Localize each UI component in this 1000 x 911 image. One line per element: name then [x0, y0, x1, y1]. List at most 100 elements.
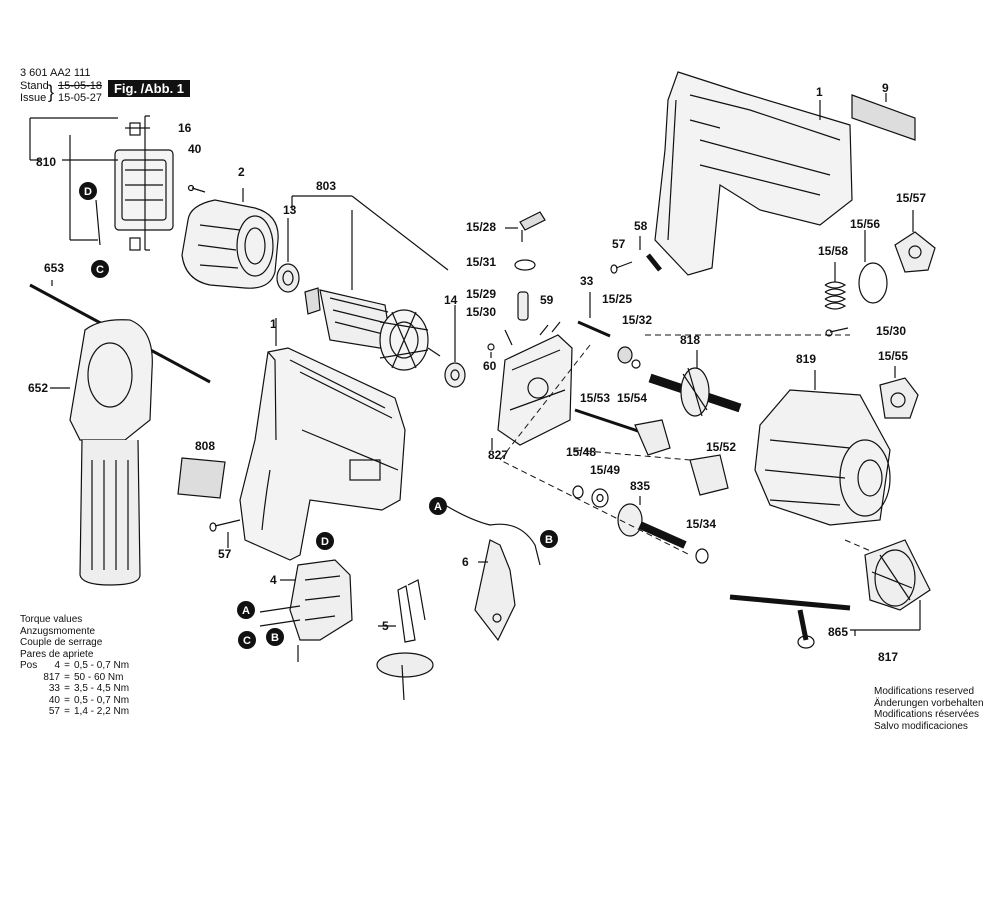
part-label-59: 59	[540, 293, 554, 307]
ring-15-31	[514, 259, 536, 271]
spring-15-58	[824, 262, 847, 310]
pos-label: Pos	[20, 660, 38, 671]
part-label-16: 16	[178, 121, 192, 135]
eq-sign: =	[64, 706, 70, 717]
spring-15-30-left	[504, 329, 513, 346]
torque-line: Anzugsmomente	[20, 625, 96, 637]
part-label-15_29: 15/29	[466, 287, 496, 301]
part-label-15_54: 15/54	[617, 391, 647, 405]
part-58	[639, 236, 662, 272]
part-label-2: 2	[238, 165, 245, 179]
part-label-15_32: 15/32	[622, 313, 652, 327]
eq-sign: =	[64, 660, 70, 671]
drill-chuck-817	[864, 539, 931, 611]
part-15-55	[879, 366, 919, 419]
part-label-817: 817	[878, 650, 898, 664]
header-brace: }	[48, 82, 55, 102]
cable-6	[444, 504, 541, 642]
modifications-line: Änderungen vorbehalten	[874, 697, 984, 709]
spindle-gear-818	[648, 350, 742, 417]
tool-5	[376, 579, 434, 701]
torque-value: 0,5 - 0,7 Nm	[74, 694, 130, 706]
intermediate-shaft-835	[617, 496, 687, 549]
torque-line: Couple de serrage	[20, 637, 103, 648]
callout-circle	[79, 182, 97, 200]
torque-line: Pares de apriete	[20, 648, 94, 660]
washer-15-49	[591, 488, 609, 508]
part-label-15_34: 15/34	[686, 517, 716, 531]
issue-label: Issue	[20, 92, 47, 104]
part-label-15_48: 15/48	[566, 445, 596, 459]
pos-label	[20, 695, 42, 707]
torque-value: 0,5 - 0,7 Nm	[74, 660, 130, 671]
part-label-15_25: 15/25	[602, 292, 632, 306]
callout-c2: C	[238, 631, 256, 649]
part-label-5: 5	[382, 619, 389, 633]
bearing-13	[276, 218, 300, 293]
pos-label	[20, 672, 42, 684]
part-label-818: 818	[680, 333, 700, 347]
bearing-14	[444, 305, 466, 388]
o-ring-15-56	[858, 230, 888, 304]
modifications-line: Modifications reserved	[874, 686, 975, 697]
part-label-1b: 1	[270, 317, 277, 331]
pos-label	[20, 683, 42, 695]
pos-number: 4	[54, 660, 60, 671]
pos-label	[20, 706, 42, 718]
callout-d2: D	[316, 532, 334, 550]
torque-value: 50 - 60 Nm	[74, 671, 124, 683]
label-9	[851, 93, 916, 141]
screw-60	[487, 343, 495, 358]
field-stator-2	[181, 188, 279, 289]
callout-circle	[237, 601, 255, 619]
callout-circle	[91, 260, 109, 278]
part-label-1a: 1	[816, 85, 823, 99]
part-label-9: 9	[882, 81, 889, 95]
switch-4	[259, 559, 353, 662]
pos-number: 33	[48, 683, 60, 694]
part-label-15_58: 15/58	[818, 244, 848, 258]
pin-15-29	[517, 291, 529, 321]
callout-b1: B	[540, 530, 558, 548]
part-label-14: 14	[444, 293, 458, 307]
housing-half-1	[239, 318, 406, 561]
figure-label: Fig. /Abb. 1	[108, 80, 190, 97]
bearing-15-25	[617, 346, 633, 364]
modifications-line: Modifications réservées	[874, 709, 980, 720]
callout-circle	[266, 628, 284, 646]
torque-row: Pos 4 = 0,5 - 0,7 Nm	[20, 660, 129, 672]
callout-letter: A	[434, 501, 442, 513]
pos-number: 817	[43, 671, 60, 683]
part-label-15_53: 15/53	[580, 391, 610, 405]
part-label-6: 6	[462, 555, 469, 569]
part-label-835: 835	[630, 479, 650, 493]
part-label-57b: 57	[218, 547, 232, 561]
part-label-827: 827	[488, 448, 508, 462]
part-label-865: 865	[828, 625, 848, 639]
gear-housing-819	[754, 370, 891, 526]
callout-letter: B	[545, 534, 553, 546]
callout-d1: D	[79, 182, 97, 200]
ring-15-32	[631, 359, 641, 369]
washer-15-34	[695, 548, 709, 564]
part-label-15_55: 15/55	[878, 349, 908, 363]
screw-33	[577, 292, 611, 338]
callout-a1: A	[429, 497, 447, 515]
shift-fork-15-54	[634, 419, 671, 456]
torque-value: 3,5 - 4,5 Nm	[74, 683, 130, 694]
part-label-60: 60	[483, 359, 497, 373]
torque-row: 33=3,5 - 4,5 Nm	[20, 683, 129, 695]
callout-circle	[429, 497, 447, 515]
modifications-notice: Modifications reserved Änderungen vorbeh…	[874, 686, 984, 732]
doc-number: 3 601 AA2 111	[20, 67, 91, 79]
screw-40	[187, 184, 206, 193]
pos-number: 57	[48, 706, 60, 717]
part-label-15_57: 15/57	[896, 191, 926, 205]
part-label-810: 810	[36, 155, 56, 169]
part-label-15_49: 15/49	[590, 463, 620, 477]
part-label-803: 803	[316, 179, 336, 193]
torque-table: Pos 4 = 0,5 - 0,7 Nm 817 = 50 - 60 Nm 33=3,5 …	[20, 660, 129, 718]
